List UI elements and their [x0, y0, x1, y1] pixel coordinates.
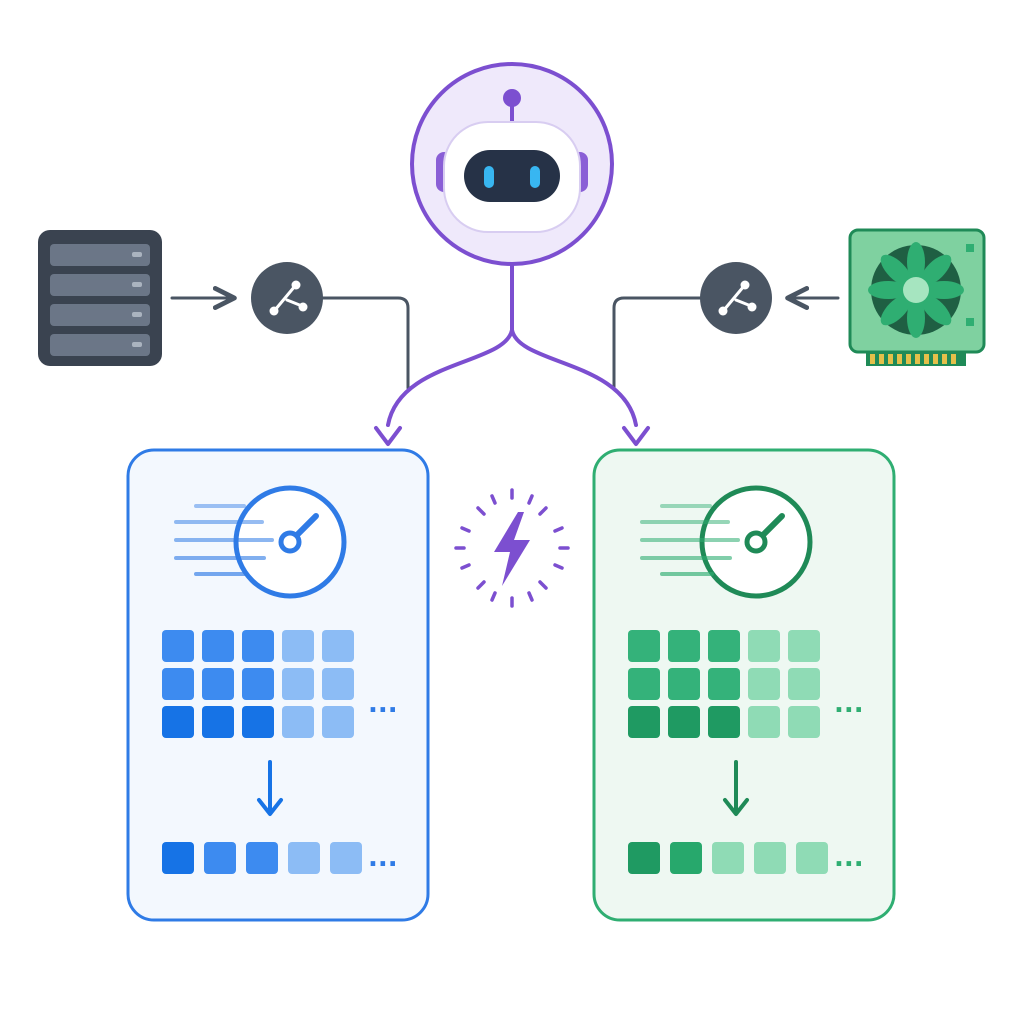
grid-cell	[668, 630, 700, 662]
robot-node	[410, 62, 614, 266]
arrowhead-green-panel	[622, 426, 650, 446]
grid-cell	[162, 668, 194, 700]
more-indicator: ...	[368, 689, 398, 719]
grid-cell	[202, 706, 234, 738]
grid-cell	[162, 706, 194, 738]
server-rack-icon	[38, 230, 162, 366]
output-cell	[712, 842, 744, 874]
grid-cell	[668, 706, 700, 738]
grid-cell	[708, 706, 740, 738]
grid-cell	[748, 630, 780, 662]
down-arrow-icon	[723, 760, 749, 816]
grid-cell	[242, 668, 274, 700]
lightning-bolt-icon	[454, 488, 570, 608]
connectors	[170, 264, 840, 446]
grid-cell	[748, 706, 780, 738]
grid-cell	[628, 668, 660, 700]
output-cell	[162, 842, 194, 874]
grid-cell	[628, 706, 660, 738]
grid-cell	[322, 668, 354, 700]
output-cell	[628, 842, 660, 874]
grid-cell	[202, 668, 234, 700]
network-hub-icon-left	[251, 262, 323, 334]
output-cell	[246, 842, 278, 874]
grid-cell	[282, 668, 314, 700]
grid-cell	[628, 630, 660, 662]
more-indicator: ...	[368, 843, 398, 873]
output-cell	[754, 842, 786, 874]
output-cell	[330, 842, 362, 874]
line-robot-to-green-panel	[510, 328, 638, 427]
grid-cell	[162, 630, 194, 662]
token-grid	[628, 630, 820, 738]
output-row	[162, 842, 362, 874]
line-hub-right-to-panel	[612, 296, 702, 390]
robot-icon	[436, 89, 588, 233]
grid-cell	[242, 630, 274, 662]
panel-blue: ......	[126, 448, 430, 922]
grid-cell	[322, 706, 354, 738]
gpu-card-icon	[848, 228, 986, 366]
grid-cell	[788, 630, 820, 662]
output-cell	[796, 842, 828, 874]
panel-green-frame	[592, 448, 896, 922]
grid-cell	[788, 668, 820, 700]
line-robot-to-blue-panel	[386, 328, 514, 427]
down-arrow-icon	[257, 760, 283, 816]
grid-cell	[748, 668, 780, 700]
panel-blue-frame	[126, 448, 430, 922]
output-cell	[670, 842, 702, 874]
grid-cell	[282, 706, 314, 738]
output-row	[628, 842, 828, 874]
speedometer-icon	[174, 485, 347, 599]
grid-cell	[668, 668, 700, 700]
grid-cell	[242, 706, 274, 738]
arrowhead-blue-panel	[374, 426, 402, 446]
grid-cell	[788, 706, 820, 738]
line-hub-left-to-panel	[320, 296, 410, 390]
grid-cell	[202, 630, 234, 662]
speedometer-icon	[640, 485, 813, 599]
network-hub-icon-right	[700, 262, 772, 334]
output-cell	[204, 842, 236, 874]
grid-cell	[322, 630, 354, 662]
grid-cell	[708, 668, 740, 700]
grid-cell	[282, 630, 314, 662]
more-indicator: ...	[834, 843, 864, 873]
more-indicator: ...	[834, 689, 864, 719]
token-grid	[162, 630, 354, 738]
panel-green: ......	[592, 448, 896, 922]
output-cell	[288, 842, 320, 874]
grid-cell	[708, 630, 740, 662]
